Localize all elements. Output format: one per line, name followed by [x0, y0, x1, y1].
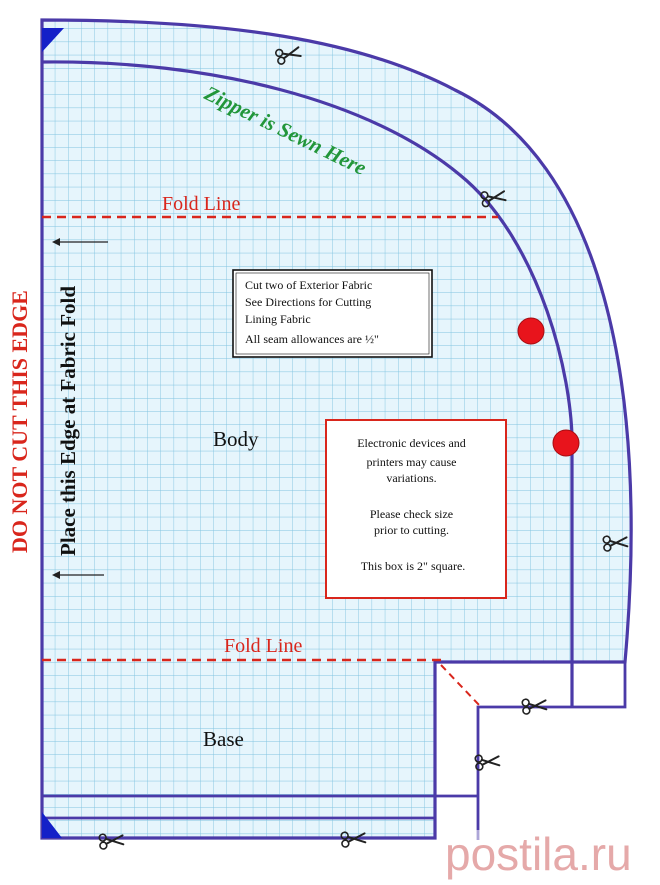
corner-marker: [42, 28, 64, 52]
place-edge-label: Place this Edge at Fabric Fold: [56, 286, 80, 556]
do-not-cut-label: DO NOT CUT THIS EDGE: [7, 290, 32, 553]
size-check-line: Electronic devices and: [357, 436, 466, 450]
fold-line-top-label: Fold Line: [162, 193, 240, 215]
size-check-box: Electronic devices and printers may caus…: [325, 419, 507, 599]
corner-fold-line: [440, 664, 481, 707]
size-check-text: Electronic devices and printers may caus…: [357, 436, 469, 573]
size-check-line: This box is 2" square.: [361, 559, 466, 573]
registration-dot: [552, 429, 580, 457]
body-label: Body: [213, 427, 259, 451]
instruction-line: Cut two of Exterior Fabric: [245, 278, 372, 292]
watermark-text: postila.ru: [445, 828, 632, 880]
fold-line-bottom-label: Fold Line: [224, 635, 302, 657]
corner-marker: [42, 812, 62, 838]
instruction-box: Cut two of Exterior Fabric See Direction…: [232, 269, 433, 358]
registration-dot: [517, 317, 545, 345]
size-check-line: variations.: [386, 471, 436, 485]
instruction-line: Lining Fabric: [245, 312, 311, 326]
base-label: Base: [203, 727, 244, 751]
fold-arrow: [52, 571, 104, 579]
instruction-text: Cut two of Exterior Fabric See Direction…: [245, 278, 379, 346]
instruction-line: See Directions for Cutting: [245, 295, 371, 309]
base-seam-line: [42, 662, 627, 840]
inner-seam-line: [41, 60, 574, 707]
size-check-line: Please check size: [370, 507, 453, 521]
fold-arrow: [52, 238, 108, 246]
instruction-line: All seam allowances are ½": [245, 332, 379, 346]
size-check-line: printers may cause: [367, 455, 457, 469]
outer-cut-line: [40, 18, 633, 840]
size-check-line: prior to cutting.: [374, 523, 449, 537]
watermark: postila.ru: [442, 828, 660, 885]
